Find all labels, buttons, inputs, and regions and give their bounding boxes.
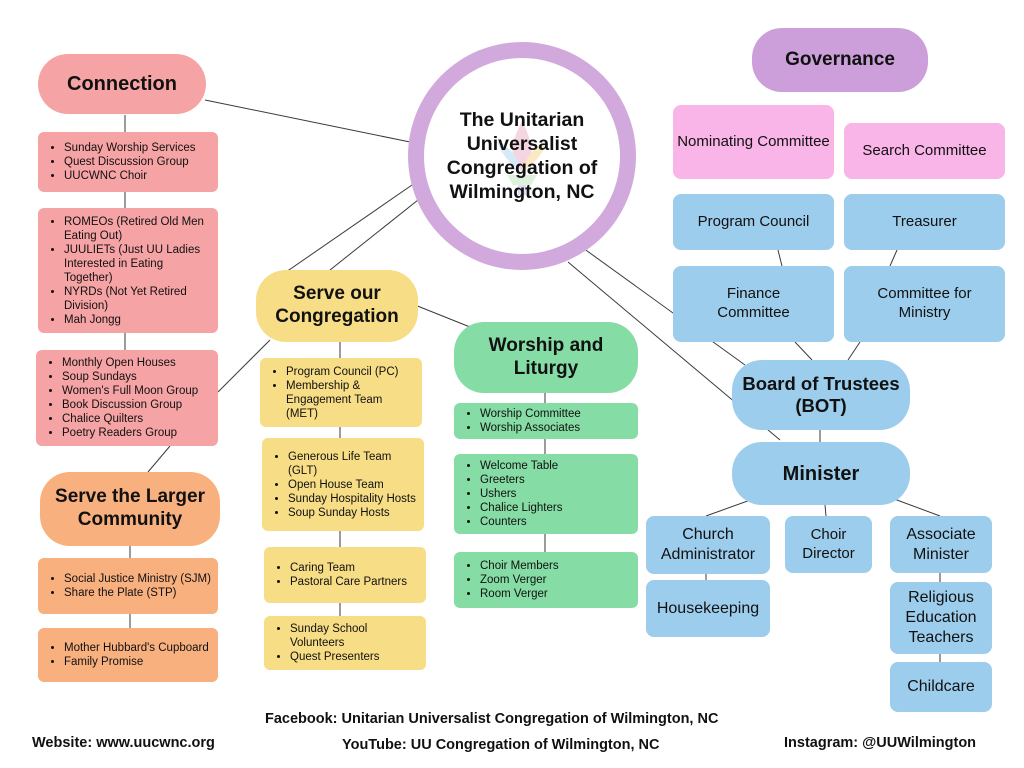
board-of-trustees: Board of Trustees (BOT) [732, 360, 910, 430]
serve-larger-group-2: Mother Hubbard's Cupboard Family Promise [38, 628, 218, 682]
worship-list-1: Worship Committee Worship Associates [460, 407, 581, 435]
list-item: Social Justice Ministry (SJM) [64, 572, 211, 586]
worship-list-2: Welcome Table Greeters Ushers Chalice Li… [460, 459, 562, 529]
list-item: Choir Members [480, 559, 559, 573]
nominating-committee: Nominating Committee [673, 105, 834, 179]
list-item: Quest Discussion Group [64, 155, 195, 169]
list-item: Soup Sundays [62, 370, 198, 384]
serve-larger-heading: Serve the Larger Community [40, 472, 220, 546]
list-item: Poetry Readers Group [62, 426, 198, 440]
list-item: Sunday Hospitality Hosts [288, 492, 418, 506]
list-item: Mah Jongg [64, 313, 212, 327]
list-item: Greeters [480, 473, 562, 487]
connection-group-2: ROMEOs (Retired Old Men Eating Out) JUUL… [38, 208, 218, 333]
list-item: Mother Hubbard's Cupboard [64, 641, 209, 655]
associate-minister: Associate Minister [890, 516, 992, 573]
list-item: Sunday School Volunteers [290, 622, 420, 650]
committee-for-ministry: Committee for Ministry [844, 266, 1005, 342]
list-item: NYRDs (Not Yet Retired Division) [64, 285, 212, 313]
governance-heading: Governance [752, 28, 928, 92]
list-item: Share the Plate (STP) [64, 586, 211, 600]
treasurer: Treasurer [844, 194, 1005, 250]
religious-education-teachers: Religious Education Teachers [890, 582, 992, 654]
instagram-link[interactable]: Instagram: @UUWilmington [784, 735, 977, 751]
list-item: Worship Associates [480, 421, 581, 435]
church-administrator: Church Administrator [646, 516, 770, 574]
finance-committee: Finance Committee [673, 266, 834, 342]
list-item: Counters [480, 515, 562, 529]
serve-congregation-group-2: Generous Life Team (GLT) Open House Team… [262, 438, 424, 531]
list-item: Pastoral Care Partners [290, 575, 407, 589]
list-item: Chalice Quilters [62, 412, 198, 426]
serve-larger-list-1: Social Justice Ministry (SJM) Share the … [44, 572, 211, 600]
list-item: Women's Full Moon Group [62, 384, 198, 398]
center-title: The Unitarian Universalist Congregation … [446, 109, 598, 203]
list-item: Ushers [480, 487, 562, 501]
list-item: JUULIETs (Just UU Ladies Interested in E… [64, 243, 212, 285]
youtube-link[interactable]: YouTube: UU Congregation of Wilmington, … [342, 737, 660, 753]
list-item: Program Council (PC) [286, 365, 416, 379]
serve-larger-list-2: Mother Hubbard's Cupboard Family Promise [44, 641, 209, 669]
serve-congregation-list-2: Generous Life Team (GLT) Open House Team… [268, 450, 418, 520]
childcare: Childcare [890, 662, 992, 712]
list-item: Room Verger [480, 587, 559, 601]
center-node: The Unitarian Universalist Congregation … [408, 42, 636, 270]
website-link[interactable]: Website: www.uucwnc.org [32, 735, 215, 751]
worship-heading: Worship and Liturgy [454, 322, 638, 393]
list-item: ROMEOs (Retired Old Men Eating Out) [64, 215, 212, 243]
serve-larger-group-1: Social Justice Ministry (SJM) Share the … [38, 558, 218, 614]
search-committee: Search Committee [844, 123, 1005, 179]
worship-group-1: Worship Committee Worship Associates [454, 403, 638, 439]
connection-list-1: Sunday Worship Services Quest Discussion… [44, 141, 195, 183]
facebook-link[interactable]: Facebook: Unitarian Universalist Congreg… [265, 711, 719, 727]
serve-congregation-heading: Serve our Congregation [256, 270, 418, 342]
list-item: Worship Committee [480, 407, 581, 421]
list-item: Generous Life Team (GLT) [288, 450, 418, 478]
list-item: Book Discussion Group [62, 398, 198, 412]
choir-director: Choir Director [785, 516, 872, 573]
list-item: Open House Team [288, 478, 418, 492]
housekeeping: Housekeeping [646, 580, 770, 637]
list-item: Welcome Table [480, 459, 562, 473]
program-council: Program Council [673, 194, 834, 250]
center-node-inner: The Unitarian Universalist Congregation … [424, 58, 620, 254]
list-item: Membership & Engagement Team (MET) [286, 379, 416, 421]
worship-group-2: Welcome Table Greeters Ushers Chalice Li… [454, 454, 638, 534]
connection-heading: Connection [38, 54, 206, 114]
serve-congregation-group-3: Caring Team Pastoral Care Partners [264, 547, 426, 603]
list-item: Monthly Open Houses [62, 356, 198, 370]
list-item: Caring Team [290, 561, 407, 575]
minister-heading: Minister [732, 442, 910, 505]
serve-congregation-group-4: Sunday School Volunteers Quest Presenter… [264, 616, 426, 670]
list-item: UUCWNC Choir [64, 169, 195, 183]
serve-congregation-list-3: Caring Team Pastoral Care Partners [270, 561, 407, 589]
list-item: Family Promise [64, 655, 209, 669]
worship-group-3: Choir Members Zoom Verger Room Verger [454, 552, 638, 608]
connection-group-1: Sunday Worship Services Quest Discussion… [38, 132, 218, 192]
list-item: Sunday Worship Services [64, 141, 195, 155]
list-item: Zoom Verger [480, 573, 559, 587]
connection-list-3: Monthly Open Houses Soup Sundays Women's… [42, 356, 198, 440]
worship-list-3: Choir Members Zoom Verger Room Verger [460, 559, 559, 601]
serve-congregation-group-1: Program Council (PC) Membership & Engage… [260, 358, 422, 427]
chalice-logo-icon [497, 121, 547, 195]
list-item: Soup Sunday Hosts [288, 506, 418, 520]
serve-congregation-list-4: Sunday School Volunteers Quest Presenter… [270, 622, 420, 664]
connection-group-3: Monthly Open Houses Soup Sundays Women's… [36, 350, 218, 446]
serve-congregation-list-1: Program Council (PC) Membership & Engage… [266, 365, 416, 421]
list-item: Chalice Lighters [480, 501, 562, 515]
list-item: Quest Presenters [290, 650, 420, 664]
connection-list-2: ROMEOs (Retired Old Men Eating Out) JUUL… [44, 215, 212, 327]
